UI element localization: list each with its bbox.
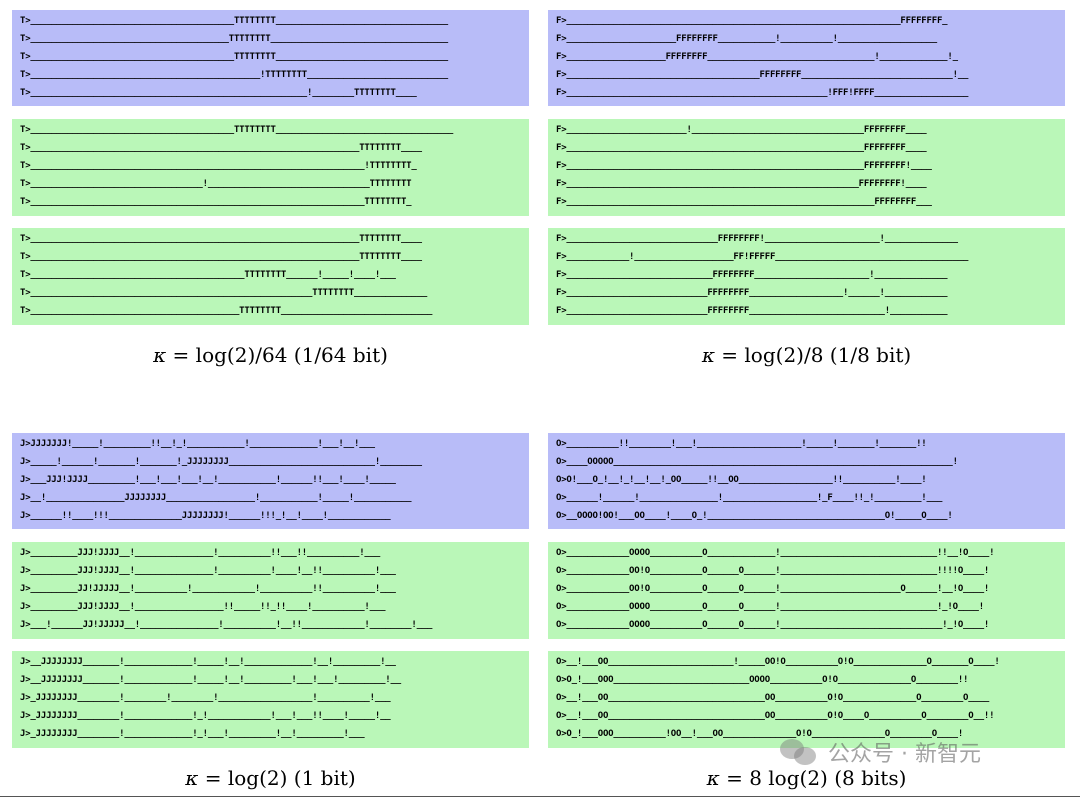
caption-text: = log(2) (1 bit) <box>198 766 356 790</box>
sequence-line: J>_________JJ!JJJJJ__!__________!_______… <box>20 584 396 594</box>
sequence-line: J>__JJJJJJJJ_______!_____________!_____!… <box>20 657 396 667</box>
sequence-line: F>____________!___________________FF!FFF… <box>556 252 969 262</box>
sequence-line: J>_JJJJJJJJ________!_____________!_!____… <box>20 711 391 721</box>
sequence-line: F>_______________________!______________… <box>556 125 927 135</box>
sequence-line: O>____________OO!O__________O______O____… <box>556 584 990 594</box>
sequence-line: O>____________OOOO__________O___________… <box>556 548 995 558</box>
sequence-line: F>___________________________FFFFFFFF___… <box>556 306 948 316</box>
sequence-line: J>______!!____!!!______________JJJJJJJJ!… <box>20 511 391 521</box>
sequence-line: T>______________________________________… <box>20 288 428 298</box>
sequence-line: O>____OOOOO_____________________________… <box>556 457 958 467</box>
sequence-line: T>______________________________________… <box>20 306 433 316</box>
sequence-line: J>___JJJ!JJJJ_________!___!___!___!__!__… <box>20 475 396 485</box>
sequence-line: F>______________________________________… <box>556 179 927 189</box>
sequence-block-1: J>JJJJJJJ!_____!_________!!__!_!________… <box>12 433 529 529</box>
kappa-symbol: κ <box>706 766 720 790</box>
caption-text: = log(2)/8 (1/8 bit) <box>714 343 912 367</box>
panel-bottom-left: J>JJJJJJJ!_____!_________!!__!_!________… <box>12 433 529 795</box>
sequence-line: J>___!______JJ!JJJJJ__!_______________!_… <box>20 620 433 630</box>
bottom-divider <box>0 796 1080 797</box>
panel-caption: κ = 8 log(2) (8 bits) <box>548 766 1065 790</box>
sequence-line: T>______________________________________… <box>20 34 448 44</box>
sequence-line: J>_________JJJ!JJJJ__!_______________!__… <box>20 548 381 558</box>
sequence-line: T>______________________________________… <box>20 52 448 62</box>
sequence-block-3: O>__!___OO________________________!_____… <box>548 651 1065 748</box>
sequence-line: O>______!______!_______________!________… <box>556 493 943 503</box>
sequence-line: O>____________OO!O__________O______O____… <box>556 566 990 576</box>
kappa-symbol: κ <box>185 766 199 790</box>
sequence-line: O>__!___OO________________________!_____… <box>556 657 1000 667</box>
watermark-text: 公众号 · 新智元 <box>828 742 981 767</box>
sequence-block-3: T>______________________________________… <box>12 228 529 325</box>
sequence-block-2: T>______________________________________… <box>12 119 529 216</box>
sequence-line: O>O!___O_!__!_!__!__!_OO_____!!__OO_____… <box>556 475 927 485</box>
sequence-block-2: F>_______________________!______________… <box>548 119 1065 216</box>
panel-top-right: F>______________________________________… <box>548 10 1065 380</box>
sequence-block-2: O>____________OOOO__________O___________… <box>548 542 1065 639</box>
sequence-line: J>_____!______!_______!_______!_JJJJJJJJ… <box>20 457 422 467</box>
sequence-line: F>____________________________FFFFFFFF__… <box>556 270 948 280</box>
sequence-line: F>______________________________________… <box>556 143 927 153</box>
wechat-icon <box>780 737 820 767</box>
sequence-line: T>______________________________________… <box>20 88 417 98</box>
sequence-block-3: F>_____________________________FFFFFFFF!… <box>548 228 1065 325</box>
sequence-line: T>______________________________________… <box>20 252 422 262</box>
sequence-line: T>______________________________________… <box>20 70 448 80</box>
caption-text: = log(2)/64 (1/64 bit) <box>166 343 388 367</box>
sequence-line: J>__!_______________JJJJJJJJ____________… <box>20 493 412 503</box>
sequence-line: O>__OOOO!OO!___OO____!____O_!___________… <box>556 511 953 521</box>
sequence-line: F>_____________________________FFFFFFFF!… <box>556 234 958 244</box>
sequence-block-3: J>__JJJJJJJJ_______!_____________!_____!… <box>12 651 529 748</box>
sequence-block-1: T>______________________________________… <box>12 10 529 106</box>
panel-bottom-right: O>__________!!________!___!_____________… <box>548 433 1065 795</box>
sequence-line: F>_____________________________________F… <box>556 70 969 80</box>
sequence-line: J>_JJJJJJJJ________!_____________!_!___!… <box>20 729 365 739</box>
panel-caption: κ = log(2)/8 (1/8 bit) <box>548 343 1065 367</box>
sequence-line: O>__!___OO______________________________… <box>556 693 990 703</box>
kappa-symbol: κ <box>153 343 167 367</box>
sequence-line: O>____________OOOO__________O______O____… <box>556 620 990 630</box>
sequence-line: T>______________________________________… <box>20 16 448 26</box>
panel-top-left: T>______________________________________… <box>12 10 529 380</box>
sequence-line: J>_________JJJ!JJJJ__!_________________!… <box>20 602 386 612</box>
sequence-line: F>___________________FFFFFFFF___________… <box>556 52 958 62</box>
sequence-line: O>O_!___OOO__________!OO__!___OO________… <box>556 729 964 739</box>
sequence-line: T>______________________________________… <box>20 161 417 171</box>
sequence-line: O>__________!!________!___!_____________… <box>556 439 927 449</box>
sequence-line: T>_________________________________!____… <box>20 179 412 189</box>
sequence-line: O>__!___OO______________________________… <box>556 711 995 721</box>
sequence-line: T>______________________________________… <box>20 197 412 207</box>
sequence-line: J>_________JJJ!JJJJ__!_______________!__… <box>20 566 396 576</box>
sequence-line: T>______________________________________… <box>20 270 396 280</box>
sequence-line: F>______________________________________… <box>556 16 948 26</box>
sequence-line: O>____________OOOO__________O______O____… <box>556 602 984 612</box>
kappa-symbol: κ <box>701 343 715 367</box>
panel-caption: κ = log(2)/64 (1/64 bit) <box>12 343 529 367</box>
sequence-line: F>_____________________FFFFFFFF_________… <box>556 34 937 44</box>
sequence-line: O>O_!___OOO__________________________OOO… <box>556 675 969 685</box>
panel-caption: κ = log(2) (1 bit) <box>12 766 529 790</box>
sequence-line: F>______________________________________… <box>556 197 932 207</box>
sequence-line: J>__JJJJJJJJ_______!_____________!_____!… <box>20 675 401 685</box>
caption-text: = 8 log(2) (8 bits) <box>719 766 907 790</box>
sequence-line: J>_JJJJJJJJ________!________!________!__… <box>20 693 391 703</box>
sequence-line: F>______________________________________… <box>556 88 969 98</box>
sequence-block-1: F>______________________________________… <box>548 10 1065 106</box>
sequence-line: F>______________________________________… <box>556 161 932 171</box>
sequence-line: T>______________________________________… <box>20 125 454 135</box>
sequence-line: F>___________________________FFFFFFFF___… <box>556 288 948 298</box>
sequence-line: J>JJJJJJJ!_____!_________!!__!_!________… <box>20 439 375 449</box>
sequence-line: T>______________________________________… <box>20 143 422 153</box>
watermark: 公众号 · 新智元 <box>780 732 981 772</box>
sequence-block-2: J>_________JJJ!JJJJ__!_______________!__… <box>12 542 529 639</box>
sequence-line: T>______________________________________… <box>20 234 422 244</box>
sequence-block-1: O>__________!!________!___!_____________… <box>548 433 1065 529</box>
